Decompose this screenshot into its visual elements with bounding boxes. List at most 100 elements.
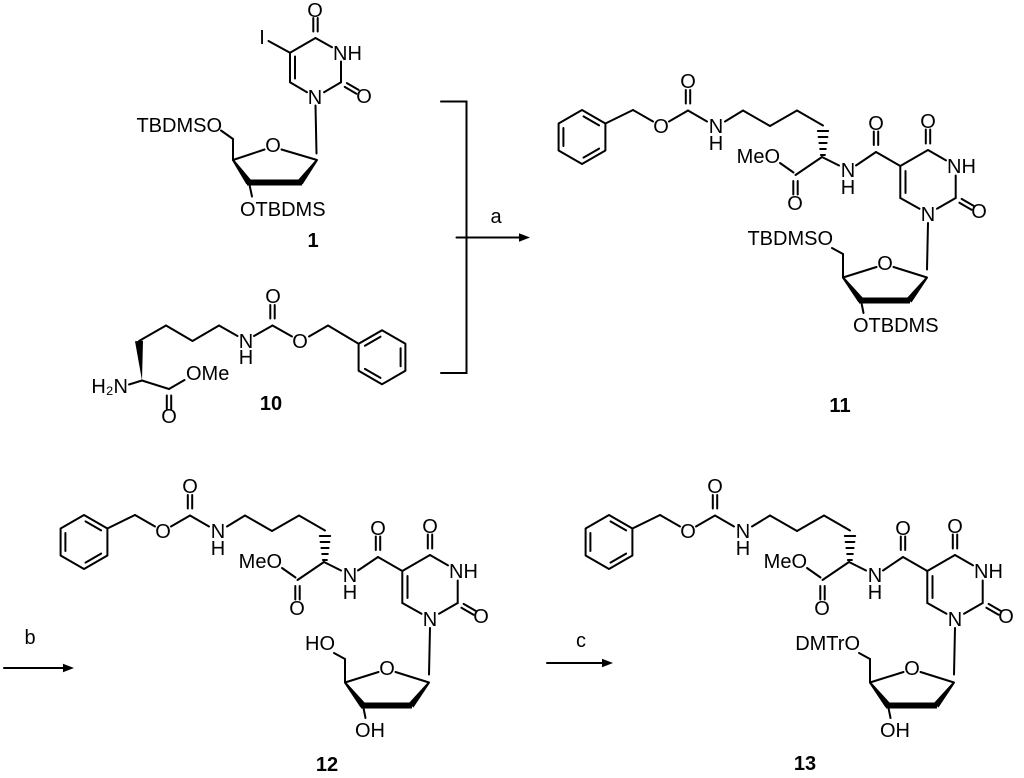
atom-label-ester-o: O (787, 193, 803, 215)
compound-13: O O N H MeO O N H O O NH O N DMTrO O OH … (586, 476, 1014, 775)
atom-label-cbz-o-alkyl: O (680, 521, 696, 543)
compound-10: H₂N N H O O OMe O 10 (91, 286, 407, 428)
group-label-o5: DMTrO (795, 633, 860, 655)
atom-label-n3h: NH (333, 43, 362, 65)
atom-label-n3h: NH (947, 156, 976, 178)
atom-label-n3h: NH (974, 561, 1003, 583)
atom-label-o2: O (971, 201, 987, 223)
atom-label-o2: O (473, 606, 489, 628)
atom-label-amine: H₂N (91, 376, 128, 398)
atom-label-amide-o: O (895, 518, 911, 540)
atom-label-cbz-h: H (709, 133, 723, 155)
atom-label-cbz-h: H (211, 538, 225, 560)
atom-label-n1: N (423, 609, 437, 631)
atom-label-carbamate-o: O (265, 286, 281, 308)
molecule-skeleton (559, 90, 974, 313)
atom-label-amide-n: N (343, 565, 357, 587)
molecule-skeleton (586, 495, 1001, 718)
bond (141, 379, 170, 390)
arrowhead-icon (602, 658, 613, 668)
compound-number: 12 (316, 754, 338, 776)
atom-label-ester-o: O (161, 406, 177, 428)
double-bond (345, 82, 360, 91)
atom-label-o4: O (422, 516, 438, 538)
bond (168, 379, 186, 390)
atom-label-cbz-n: N (736, 521, 750, 543)
bond (308, 324, 329, 338)
step-b-label: b (24, 627, 35, 649)
group-label-meo: MeO (737, 146, 780, 168)
bond (267, 40, 291, 54)
bond (218, 324, 239, 337)
wedge-bond (297, 159, 318, 185)
group-label-meo: MeO (764, 551, 807, 573)
atom-label-cbz-o: O (707, 476, 723, 498)
atom-label-amide-h: H (868, 582, 882, 604)
arrow-b: b (3, 627, 74, 673)
atom-label-o2: O (356, 86, 372, 108)
atom-label-ester-o: O (814, 598, 830, 620)
bond (232, 148, 266, 161)
atom-label-ring-o: O (379, 658, 395, 680)
atom-label-n: N (239, 331, 253, 353)
bond (191, 324, 220, 342)
atom-label-o4: O (920, 111, 936, 133)
atom-label-cbz-o-alkyl: O (653, 116, 669, 138)
atom-label-cbz-h: H (736, 538, 750, 560)
group-label-o3: OTBDMS (853, 315, 939, 337)
arrowhead-icon (519, 233, 530, 242)
atom-label-n1: N (308, 87, 322, 109)
compound-number: 13 (794, 753, 816, 775)
bond (327, 324, 360, 345)
molecule-skeleton (61, 495, 476, 718)
benzene-ring (357, 329, 407, 386)
atom-label-o2: O (998, 606, 1014, 628)
atom-label-n1: N (948, 609, 962, 631)
group-label-ome: OMe (186, 363, 229, 385)
group-label-meo: MeO (239, 551, 282, 573)
bond (289, 81, 308, 94)
atom-label-amide-o: O (370, 518, 386, 540)
atom-label-amide-h: H (343, 582, 357, 604)
group-label-tbdmso-5: TBDMSO (136, 115, 222, 137)
arrowhead-icon (63, 663, 74, 673)
compound-11: O O N H MeO O N H O O NH O N TBDMSO O OT… (559, 71, 987, 417)
atom-label-carbamate-o-alkyl: O (292, 331, 308, 353)
group-label-o5: TBDMSO (747, 228, 833, 250)
atom-label-cbz-o: O (680, 71, 696, 93)
bond (314, 37, 333, 49)
atom-label-cbz-o-alkyl: O (155, 521, 171, 543)
bond (314, 104, 318, 155)
group-label-o5: HO (305, 633, 335, 655)
bond (138, 324, 167, 342)
group-label-o3: OH (355, 720, 385, 742)
bond (323, 81, 342, 94)
atom-label-n1: N (921, 204, 935, 226)
bond (280, 148, 318, 161)
compound-number: 1 (307, 230, 318, 252)
group-label-otbdms-3: OTBDMS (240, 199, 326, 221)
atom-label-ring-o: O (265, 135, 281, 157)
wedge-bond (232, 159, 252, 185)
compound-12: O O N H MeO O N H O O NH O N HO O OH 12 (61, 476, 489, 776)
step-a-label: a (490, 206, 502, 228)
atom-label-n3h: NH (449, 561, 478, 583)
atom-label-ring-o: O (877, 253, 893, 275)
double-bond-inner (363, 367, 382, 379)
atom-label-cbz-n: N (709, 116, 723, 138)
atom-label-ring-o: O (904, 658, 920, 680)
compound-1: O NH O N I TBDMSO O OTBDMS 1 (136, 0, 371, 252)
arrow-c: c (546, 630, 613, 668)
bond (248, 181, 253, 198)
bond (271, 324, 293, 338)
atom-label-amide-o: O (868, 113, 884, 135)
atom-label-amide-n: N (868, 565, 882, 587)
arrow-a: a (455, 206, 530, 242)
atom-label-amide-h: H (841, 177, 855, 199)
compound-number: 10 (260, 393, 282, 415)
step-c-label: c (576, 630, 586, 652)
atom-label-cbz-o: O (182, 476, 198, 498)
atom-label-ester-o: O (289, 598, 305, 620)
